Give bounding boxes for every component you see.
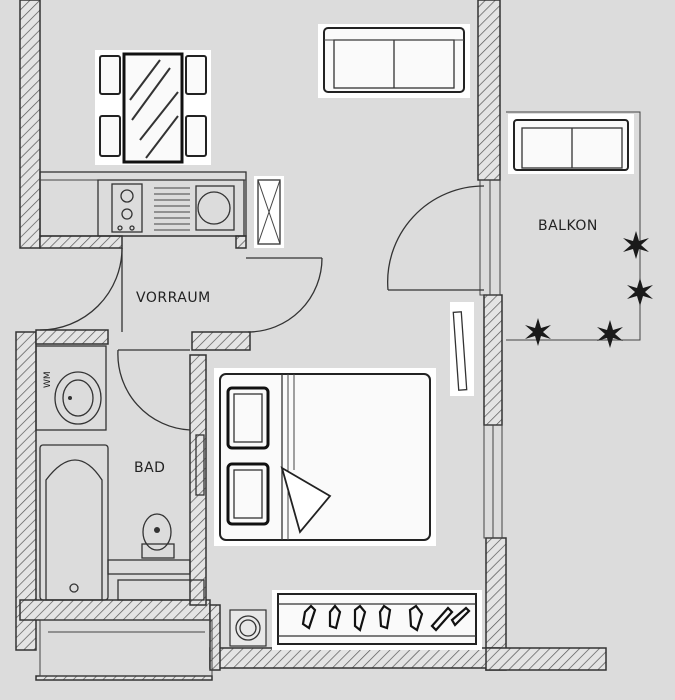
door-arcs: [39, 185, 485, 431]
balcony-outline: [506, 111, 641, 341]
kitchen-counter: [39, 171, 247, 237]
windows: [39, 179, 503, 677]
double-bed: [214, 368, 436, 546]
room-label-balkon: BALKON: [538, 218, 598, 234]
sofa-balcony: [508, 114, 634, 174]
sofa-main: [318, 24, 470, 98]
dining-table: [95, 50, 211, 165]
toilet: [142, 513, 172, 551]
pillow-icon: [226, 462, 270, 526]
room-label-vorraum: VORRAUM: [136, 290, 211, 306]
room-label-bad: BAD: [134, 460, 165, 476]
washbasin: [54, 371, 102, 425]
cooktop: [111, 183, 143, 233]
pillow-icon: [226, 386, 270, 450]
bathroom-fixtures: [35, 345, 205, 601]
kitchen-sink: [197, 191, 231, 225]
round-stool: [229, 609, 267, 647]
sink-drainer: [154, 187, 190, 231]
fridge-box: [254, 176, 284, 248]
wall-mirror: [450, 302, 474, 396]
wm-label: WM: [43, 371, 53, 388]
dresser: [272, 590, 482, 650]
